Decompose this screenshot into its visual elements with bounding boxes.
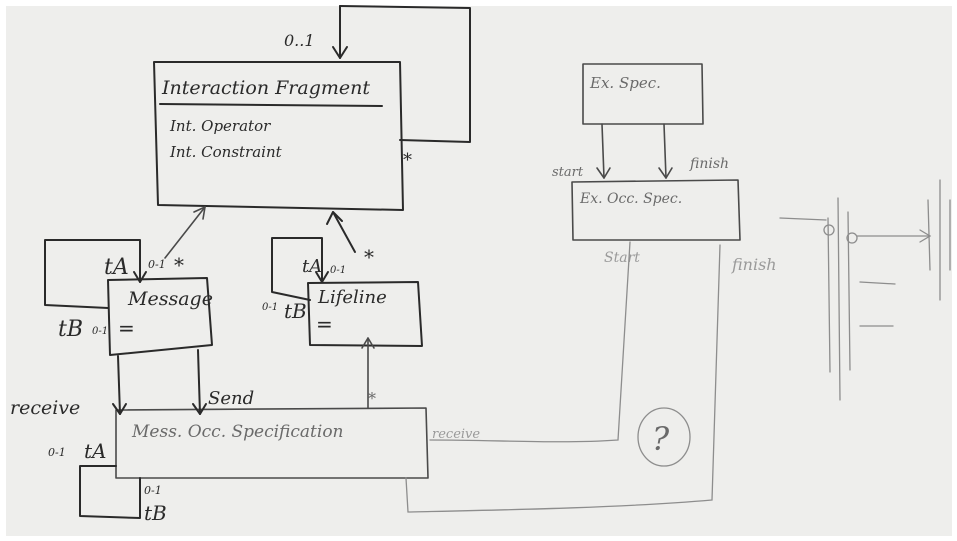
send-label: Send	[208, 388, 254, 409]
message-mult-ta: 0-1	[148, 258, 166, 271]
message-role-tb: tB	[58, 317, 83, 342]
message-mult-tb: 0-1	[92, 326, 108, 337]
lifeline-title: Lifeline	[317, 287, 387, 308]
message-role-ta: tA	[104, 255, 129, 280]
occ-mult-ta: 0-1	[48, 446, 66, 459]
finish-label: finish	[689, 156, 729, 172]
message-title: Message	[127, 288, 213, 310]
receive-label-right: receive	[432, 427, 480, 442]
occ-lifeline-star: *	[368, 389, 376, 408]
occurrence-container-outline: receive	[405, 241, 721, 513]
message-self-association: tA 0-1 * tB 0-1	[44, 239, 184, 342]
generalization-arrows	[164, 206, 356, 259]
question-circle: ?	[637, 407, 691, 467]
occ-self-association: 0-1 tA 0-1 tB	[48, 439, 167, 525]
occ-role-tb: tB	[144, 501, 167, 525]
lifeline-role-ta: tA	[302, 256, 322, 277]
mess-occ-spec-title: Mess. Occ. Specification	[131, 422, 344, 442]
lifeline-attr-mark: =	[316, 312, 333, 336]
start-label-faded: Start	[604, 250, 640, 266]
message-box: Message =	[107, 277, 213, 356]
message-star: *	[174, 253, 184, 277]
interaction-fragment-title: Interaction Fragment	[161, 77, 370, 99]
fragment-self-association: 0..1 *	[284, 5, 471, 171]
ex-spec-box: Ex. Spec.	[582, 63, 704, 125]
lifeline-box: Lifeline =	[307, 281, 423, 347]
lifeline-self-association: tA 0-1 * tB 0-1	[262, 237, 374, 323]
lifeline-star: *	[364, 245, 374, 269]
lifeline-mult-tb: 0-1	[262, 302, 278, 313]
finish-label-faded: finish	[731, 255, 777, 274]
lifeline-mult-ta: 0-1	[330, 265, 346, 276]
fragment-star-multiplicity: *	[403, 150, 412, 171]
lifeline-role-tb: tB	[284, 299, 307, 323]
ex-spec-title: Ex. Spec.	[589, 74, 661, 92]
message-attr-mark: =	[118, 316, 135, 340]
receive-label-left: receive	[10, 397, 80, 419]
interaction-fragment-attr-operator: Int. Operator	[169, 117, 271, 135]
occ-role-ta: tA	[84, 439, 106, 463]
faded-right-sketch	[779, 179, 951, 401]
fragment-top-multiplicity: 0..1	[284, 31, 315, 50]
interaction-fragment-attr-constraint: Int. Constraint	[169, 143, 283, 161]
mess-occ-spec-box: Mess. Occ. Specification	[115, 407, 429, 479]
start-label: start	[552, 165, 584, 180]
ex-spec-associations: start finish	[552, 123, 729, 180]
interaction-fragment-box: Interaction Fragment Int. Operator Int. …	[153, 61, 404, 211]
ex-occ-spec-title: Ex. Occ. Spec.	[579, 191, 682, 207]
question-mark: ?	[652, 420, 670, 458]
occ-mult-tb: 0-1	[144, 484, 162, 497]
message-to-occ-associations: receive Send	[10, 349, 254, 419]
occ-to-lifeline-association: *	[361, 337, 376, 409]
board-surface	[6, 6, 952, 536]
ex-occ-spec-box: Ex. Occ. Spec. Start finish	[571, 179, 777, 274]
